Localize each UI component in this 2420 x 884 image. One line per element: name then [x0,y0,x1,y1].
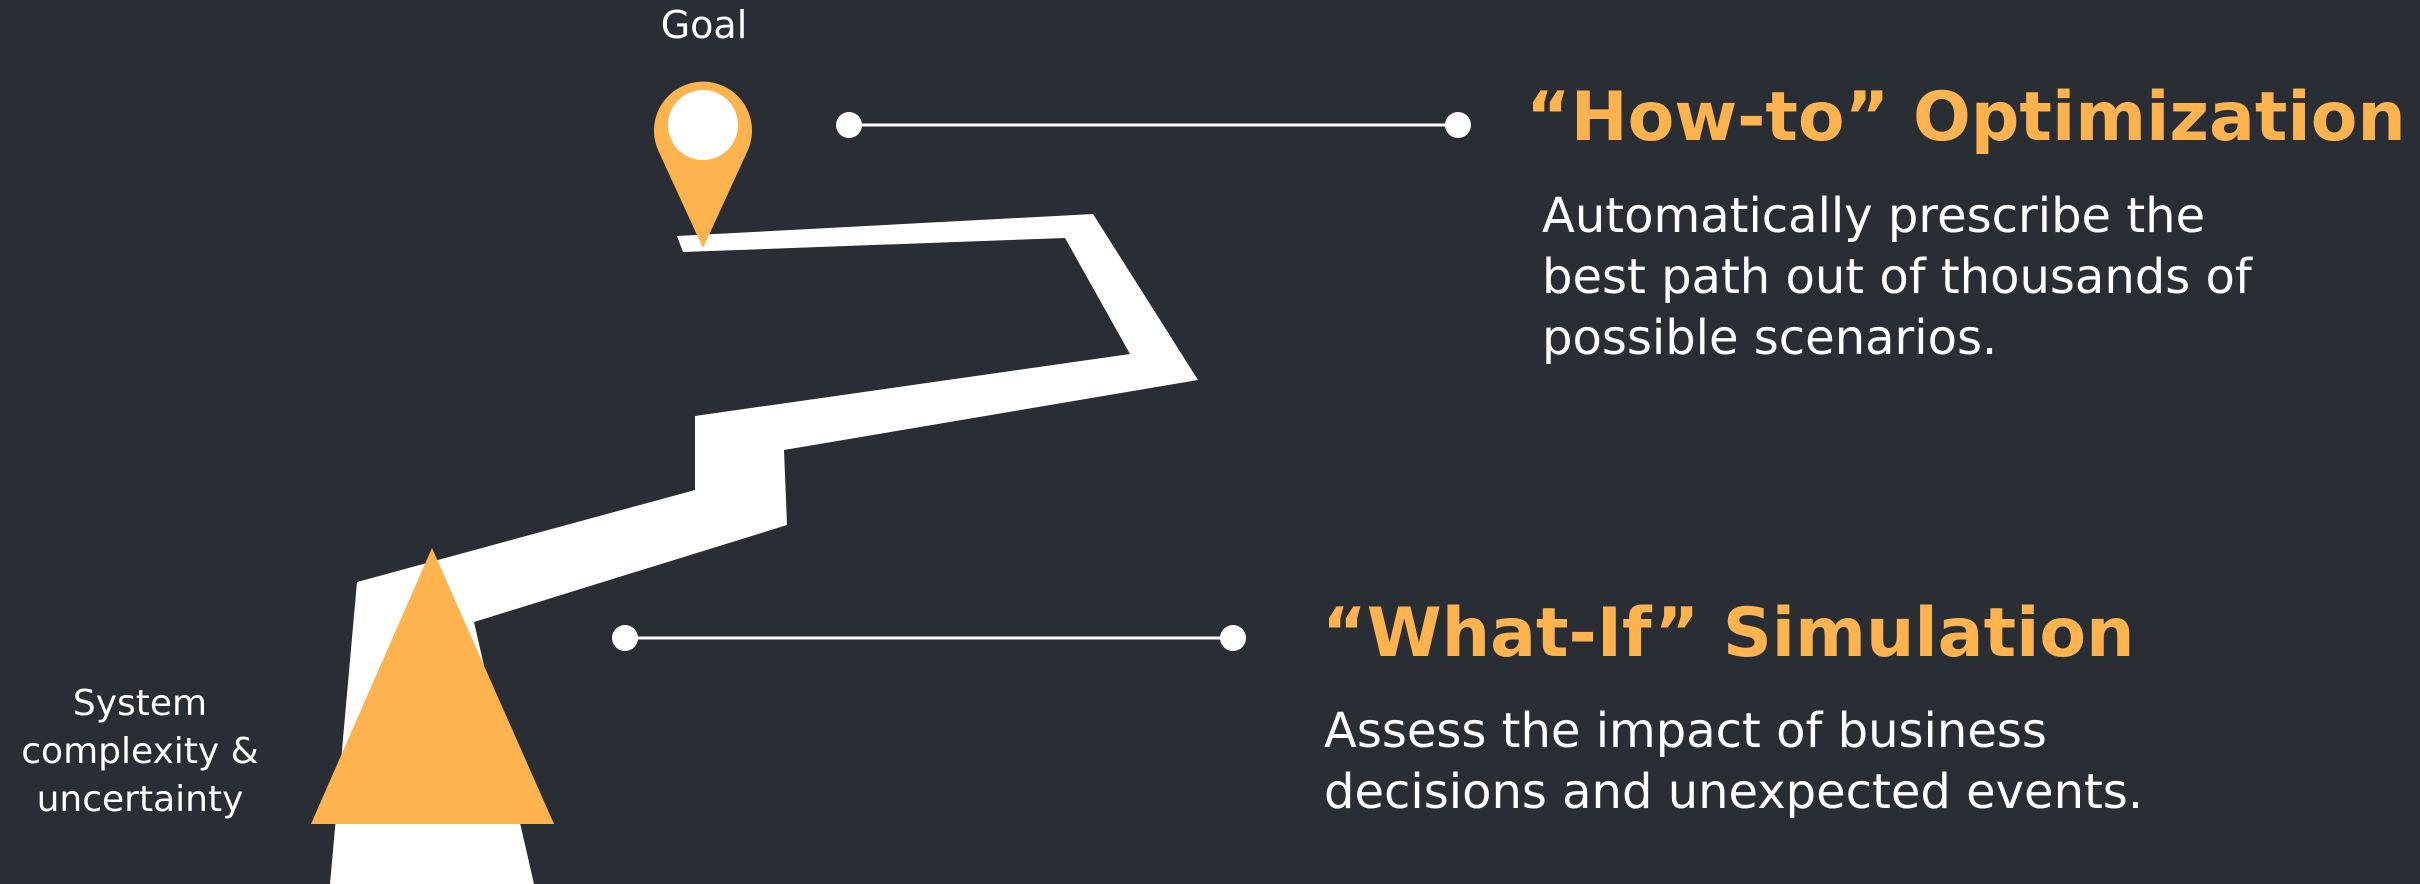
whatif-description-line: Assess the impact of business [1324,703,2047,759]
goal-label: Goal [660,3,748,47]
howto-description-line: Automatically prescribe the [1542,188,2206,244]
start-label-line: uncertainty [36,779,244,820]
howto-connector-end-dot [1445,112,1471,138]
whatif-title: “What-If” Simulation [1322,594,2135,673]
whatif-connector-end-dot [1220,625,1246,651]
whatif-description-line: decisions and unexpected events. [1324,764,2144,820]
howto-connector-start-dot [836,112,862,138]
howto-connector [836,112,1471,138]
start-label-line: System [72,683,208,724]
howto-description-line: best path out of thousands of [1542,249,2252,305]
whatif-connector [612,625,1246,651]
start-label: System complexity & uncertainty [0,680,280,824]
whatif-connector-start-dot [612,625,638,651]
goal-marker-map-pin-icon [654,81,752,248]
whatif-description: Assess the impact of business decisions … [1324,701,2143,823]
winding-path [330,214,1198,884]
start-marker-triangle-icon [311,548,554,824]
howto-description: Automatically prescribe the best path ou… [1542,186,2252,369]
start-label-line: complexity & [21,731,259,772]
howto-title: “How-to” Optimization [1526,78,2406,157]
howto-description-line: possible scenarios. [1542,310,1998,366]
